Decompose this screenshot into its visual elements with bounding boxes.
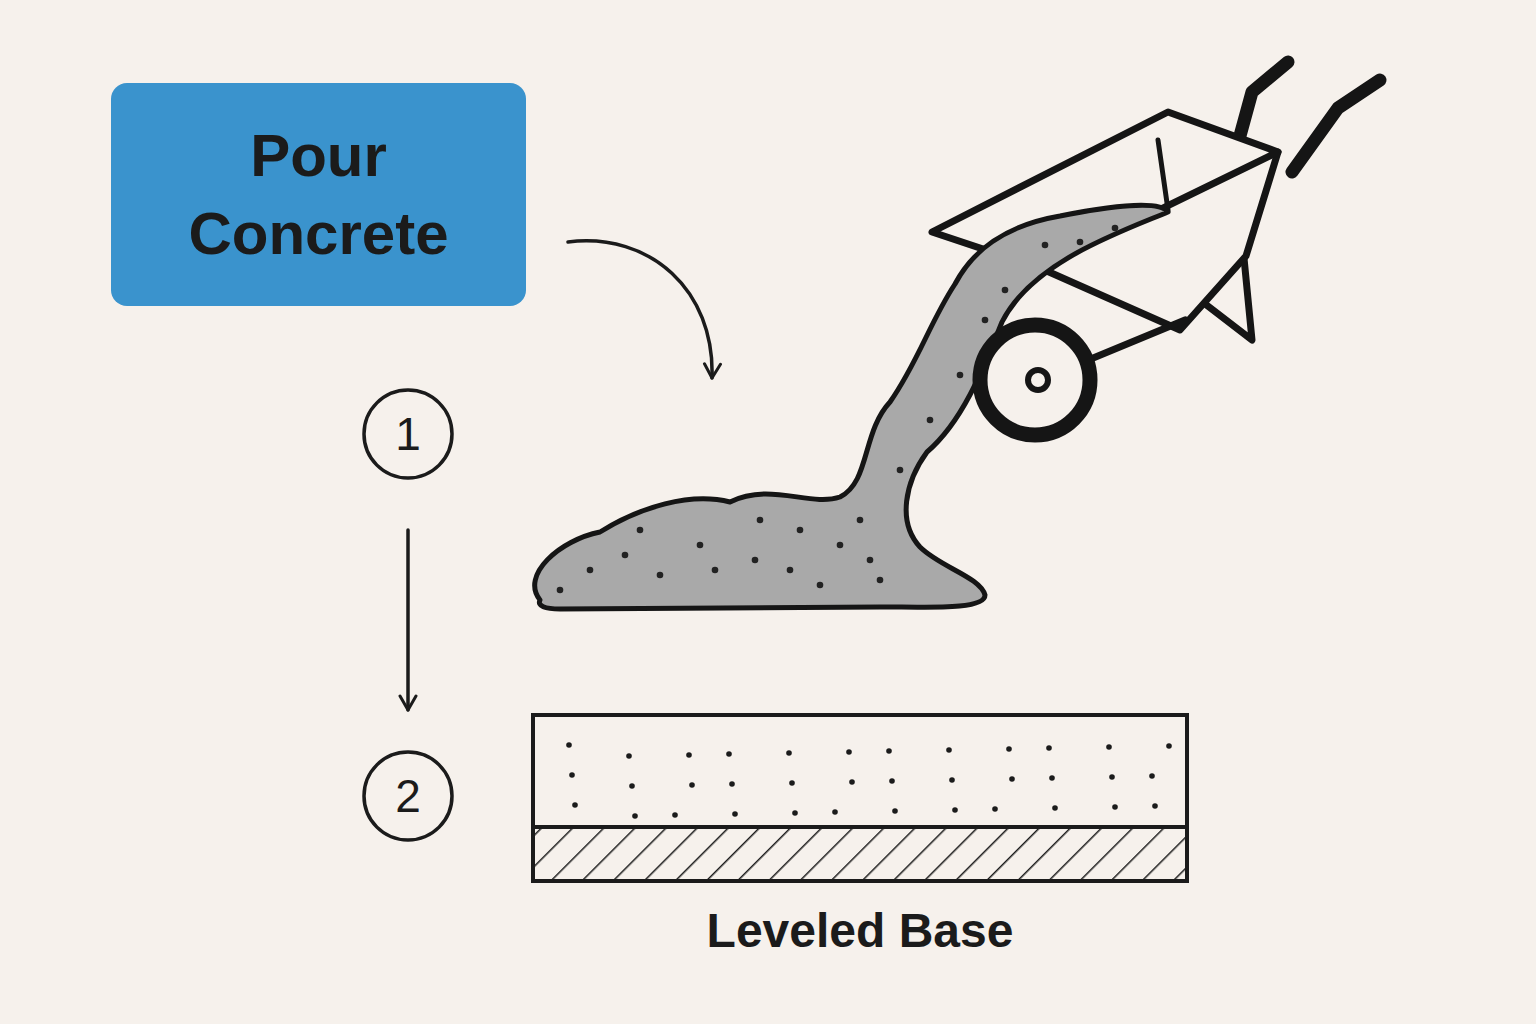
aggregate-dot: [1112, 225, 1119, 232]
aggregate-dot: [697, 542, 704, 549]
aggregate-dot: [712, 567, 719, 574]
aggregate-dot: [837, 542, 844, 549]
step-box: Pour Concrete: [111, 83, 526, 306]
slab-drawing: [531, 713, 1189, 883]
pointer-arrow: [568, 241, 712, 378]
aggregate-dot: [622, 552, 629, 559]
step-number: 1: [362, 388, 454, 480]
aggregate-dot: [877, 577, 884, 584]
aggregate-dot: [787, 567, 794, 574]
aggregate-dot: [857, 517, 864, 524]
aggregate-dot: [797, 527, 804, 534]
step-title: Pour Concrete: [169, 117, 469, 273]
concrete-pile: [535, 205, 1168, 609]
aggregate-dot: [957, 372, 964, 379]
aggregate-dot: [752, 557, 759, 564]
aggregate-dot: [557, 587, 564, 594]
aggregate-dot: [1002, 287, 1009, 294]
aggregate-dot: [897, 467, 904, 474]
aggregate-dot: [757, 517, 764, 524]
slab-section: Leveled Base: [531, 713, 1189, 883]
callout-number: 1: [395, 409, 421, 460]
aggregate-dot: [637, 527, 644, 534]
callout-number: 2: [395, 771, 421, 822]
aggregate-dot: [817, 582, 824, 589]
aggregate-dot: [1042, 242, 1049, 249]
aggregate-dot: [867, 557, 874, 564]
flow-arrow: [406, 530, 410, 710]
section-label: Leveled Base: [531, 905, 1189, 958]
aggregate-dot: [1077, 239, 1084, 246]
step-number: 2: [362, 750, 454, 842]
wheel: [980, 325, 1090, 435]
aggregate-dot: [982, 317, 989, 324]
aggregate-dot: [927, 417, 934, 424]
aggregate-dot: [657, 572, 664, 579]
aggregate-dot: [587, 567, 594, 574]
